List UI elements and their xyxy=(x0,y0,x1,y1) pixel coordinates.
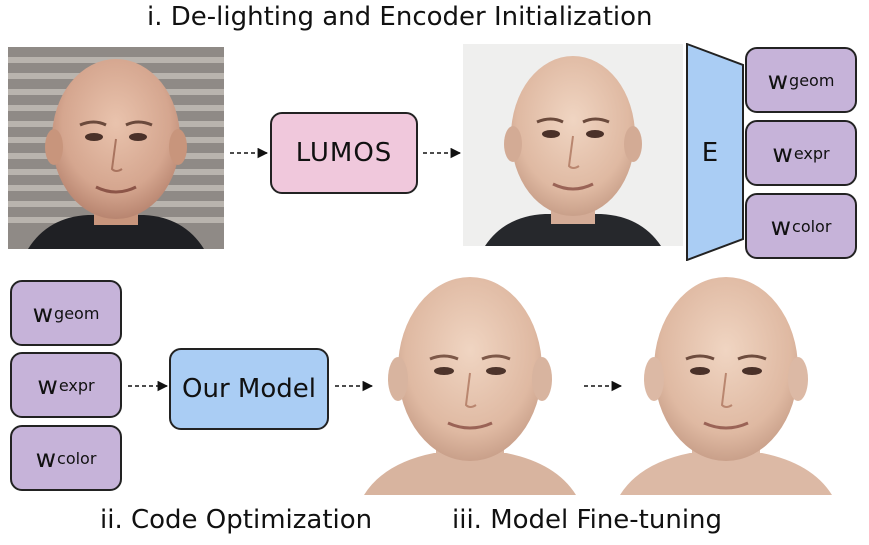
delit-photo xyxy=(463,44,683,246)
latent-expr-sub: expr xyxy=(58,375,95,395)
input-photo xyxy=(8,47,224,249)
latent-expr-sub: expr xyxy=(793,143,830,163)
encoder-block: E xyxy=(686,43,744,261)
our-model-block: Our Model xyxy=(169,348,329,430)
latent-expr-base: w xyxy=(37,370,58,400)
latent-color-base: w xyxy=(35,443,57,473)
arrow-to-finetuned xyxy=(584,380,623,392)
latent-geom-base: w xyxy=(767,65,789,95)
stage1-title: i. De-lighting and Encoder Initializatio… xyxy=(147,2,653,32)
arrow-to-model xyxy=(128,380,169,392)
stage3-title: iii. Model Fine-tuning xyxy=(452,505,723,535)
latent-geom-sub: geom xyxy=(789,70,835,90)
arrow-to-render xyxy=(335,380,374,392)
latent-geom-sub: geom xyxy=(54,303,100,323)
finetuned-render xyxy=(620,273,832,495)
latent-color-sub: color xyxy=(57,448,97,468)
arrow-to-lumos xyxy=(230,147,269,159)
latent-color-base: w xyxy=(770,211,792,241)
arrow-to-delit xyxy=(423,147,462,159)
latent-geom-base: w xyxy=(32,298,54,328)
lumos-block: LUMOS xyxy=(270,112,418,194)
optimized-render xyxy=(364,273,576,495)
stage2-title: ii. Code Optimization xyxy=(100,505,373,535)
latent-expr-base: w xyxy=(772,138,793,168)
encoder-label: E xyxy=(701,138,719,168)
latent-color-sub: color xyxy=(792,216,832,236)
